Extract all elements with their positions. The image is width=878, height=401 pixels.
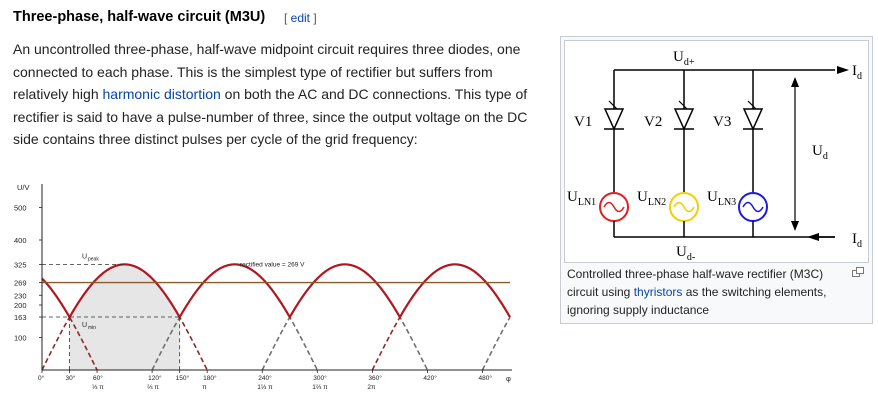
x-tick-deg-label: 60°	[93, 374, 103, 382]
ud-label: Ud	[812, 143, 828, 162]
rectified-value-label: rectified value = 269 V	[240, 261, 305, 268]
rectified-envelope	[41, 263, 511, 320]
branch-2	[669, 70, 699, 237]
phase-dashed-curve	[371, 263, 511, 371]
circuit-diagram-image[interactable]: Ud+ Ud- Id Id Ud V1 V2 V3 ULN1 ULN2 ULN3	[564, 40, 869, 263]
paragraph-text-1: An uncontrolled three-phase, half-wave m…	[13, 41, 521, 103]
enlarge-icon[interactable]	[852, 267, 864, 277]
x-tick-deg-label: 150°	[176, 374, 190, 382]
paragraph-text-2: on both the AC and DC connections. This …	[13, 86, 528, 148]
x-tick-deg-label: 360°	[368, 374, 382, 382]
phase-dashed-curve	[261, 263, 429, 371]
uln3-label: ULN3	[707, 189, 736, 208]
x-tick-deg-label: 420°	[423, 374, 437, 382]
phase-dashed-curve	[481, 316, 511, 371]
x-tick-deg-label: 120°	[148, 374, 162, 382]
ud-minus-label: Ud-	[676, 244, 695, 262]
y-tick-label: 269	[14, 279, 27, 288]
x-tick-rad-label: ⅓ π	[92, 384, 104, 391]
umin-label: U	[82, 322, 87, 329]
edit-link[interactable]: edit	[290, 11, 311, 25]
section-heading: Three-phase, half-wave circuit (M3U)	[13, 9, 266, 25]
arrow-down-icon	[791, 221, 799, 231]
uln1-label: ULN1	[567, 189, 596, 208]
x-tick-deg-label: 180°	[203, 374, 217, 382]
x-tick-rad-label: 1⅓ π	[257, 384, 273, 391]
shaded-area	[69, 264, 180, 370]
id-bottom-label: Id	[852, 231, 862, 250]
id-top-label: Id	[852, 63, 862, 82]
caption-text-2: as the switching elements, ignoring supp…	[567, 285, 827, 317]
arrow-left-icon	[807, 233, 819, 241]
x-axis-end-label: φ	[506, 374, 511, 383]
uln2-label: ULN2	[637, 189, 666, 208]
edit-link-wrapper: [ edit ]	[284, 11, 317, 25]
upeak-label: U	[82, 253, 87, 260]
y-tick-label: 400	[14, 236, 27, 245]
arrow-up-icon	[791, 77, 799, 87]
body-paragraph: An uncontrolled three-phase, half-wave m…	[13, 38, 541, 151]
x-tick-deg-label: 240°	[258, 374, 272, 382]
x-tick-rad-label: 1⅔ π	[312, 384, 328, 391]
y-tick-label: 100	[14, 334, 27, 343]
thyristor-icon	[603, 108, 625, 131]
y-tick-label: 200	[14, 301, 27, 310]
umin-sub-label: min	[88, 325, 96, 331]
x-tick-deg-label: 300°	[313, 374, 327, 382]
y-tick-label: 163	[14, 313, 27, 322]
rectifier-circuit-diagram: Ud+ Ud- Id Id Ud V1 V2 V3 ULN1 ULN2 ULN3	[567, 49, 862, 263]
branch-1	[599, 70, 629, 237]
v2-label: V2	[644, 114, 662, 130]
figure-caption: Controlled three-phase half-wave rectifi…	[567, 265, 857, 319]
thyristor-icon	[673, 108, 695, 131]
x-tick-rad-label: ⅔ π	[147, 384, 159, 391]
x-tick-deg-label: 0°	[38, 374, 45, 382]
y-axis-label: U/V	[17, 183, 30, 192]
figure-thumbnail: Ud+ Ud- Id Id Ud V1 V2 V3 ULN1 ULN2 ULN3…	[560, 36, 873, 324]
x-tick-deg-label: 30°	[66, 374, 76, 382]
x-tick-deg-label: 480°	[478, 374, 492, 382]
x-tick-rad-label: π	[202, 384, 207, 391]
arrow-right-icon	[837, 66, 849, 74]
ud-plus-label: Ud+	[673, 49, 695, 68]
thyristors-link[interactable]: thyristors	[633, 285, 683, 299]
y-tick-label: 230	[14, 291, 27, 300]
thyristor-icon	[742, 108, 764, 131]
harmonic-distortion-link[interactable]: harmonic distortion	[102, 86, 221, 103]
y-tick-label: 500	[14, 204, 27, 213]
caption-text-1: Controlled three-phase half-wave rectifi…	[567, 267, 824, 299]
upeak-sub-label: peak	[88, 256, 99, 262]
v1-label: V1	[574, 114, 592, 130]
y-tick-label: 325	[14, 260, 27, 269]
v3-label: V3	[713, 114, 731, 130]
x-tick-rad-label: 2π	[367, 384, 376, 391]
branch-3	[738, 70, 768, 237]
